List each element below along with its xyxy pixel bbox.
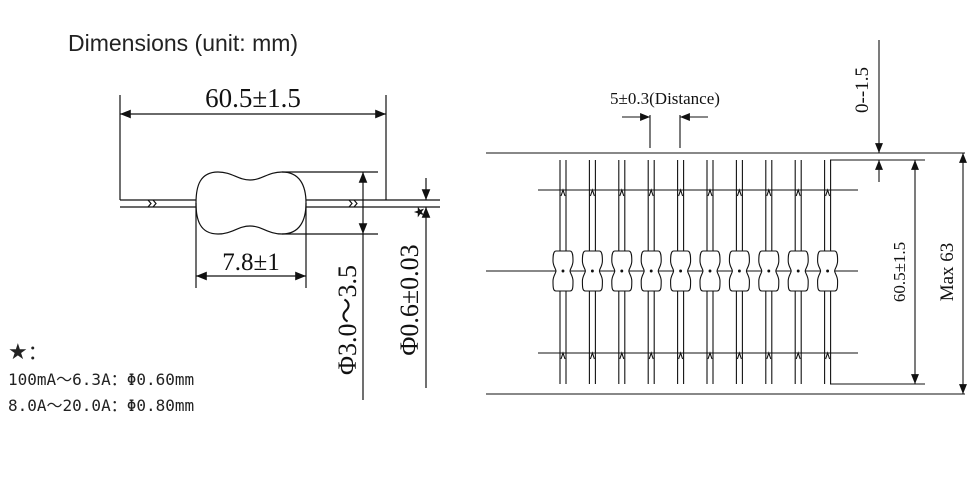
note-value: Φ0.60mm: [126, 370, 195, 389]
tape-clip-mark: [560, 188, 566, 197]
tape-clip-mark: [766, 351, 772, 360]
tape-clip-mark: [707, 351, 713, 360]
taped-component-center-mark: [767, 269, 771, 273]
taped-component: [817, 160, 839, 384]
tape-drawing: [486, 40, 967, 395]
tape-clip-mark: [736, 188, 742, 197]
lead-span-label: 60.5±1.5: [890, 242, 909, 302]
component-body: [195, 171, 307, 235]
note-range: 8.0A～20.0A: [8, 396, 111, 415]
taped-component-center-mark: [708, 269, 712, 273]
taped-component: [728, 160, 750, 384]
lead-diameter-label: Φ0.6±0.03: [395, 244, 424, 355]
taped-component: [611, 160, 633, 384]
tape-clip-mark: [589, 351, 595, 360]
note-separator: ：: [110, 370, 127, 389]
max-width-label: Max 63: [937, 243, 958, 302]
taped-component-center-mark: [561, 269, 565, 273]
taped-component: [581, 160, 603, 384]
tape-clip-mark: [707, 188, 713, 197]
notes-separator: ：: [27, 340, 48, 364]
lead-diameter-notes: ★： 100mA～6.3A：Φ0.60mm 8.0A～20.0A：Φ0.80mm: [8, 338, 194, 419]
taped-component-center-mark: [826, 269, 830, 273]
note-range: 100mA～6.3A: [8, 370, 111, 389]
component-drawing: [119, 95, 440, 400]
note-separator: ：: [110, 396, 127, 415]
taped-component-center-mark: [649, 269, 653, 273]
taped-component: [787, 160, 809, 384]
taped-component: [552, 160, 574, 384]
tape-clip-mark: [736, 351, 742, 360]
tape-clip-mark: [589, 188, 595, 197]
tape-clip-mark: [678, 351, 684, 360]
tape-clip-mark: [619, 188, 625, 197]
body-diameter-label: Φ3.0～3.5: [333, 265, 362, 375]
tape-clip-mark: [648, 351, 654, 360]
tape-clip-mark: [648, 188, 654, 197]
tape-clip-mark: [560, 351, 566, 360]
tape-clip-mark: [619, 351, 625, 360]
pitch-label: 5±0.3(Distance): [610, 89, 720, 108]
overall-length-label: 60.5±1.5: [205, 83, 301, 113]
taped-component-center-mark: [620, 269, 624, 273]
diagram-title: Dimensions (unit: mm): [68, 30, 299, 56]
star-icon: ★: [8, 340, 28, 365]
tape-clip-mark: [795, 188, 801, 197]
body-length-label: 7.8±1: [222, 249, 279, 276]
tape-clip-mark: [795, 351, 801, 360]
taped-component-center-mark: [679, 269, 683, 273]
note-value: Φ0.80mm: [126, 396, 195, 415]
taped-component: [699, 160, 721, 384]
taped-component: [640, 160, 662, 384]
taped-component-center-mark: [796, 269, 800, 273]
lead-break-right: [348, 199, 358, 208]
tape-clip-mark: [678, 188, 684, 197]
offset-label: 0--1.5: [852, 67, 873, 113]
tape-clip-mark: [825, 188, 831, 197]
taped-component: [758, 160, 780, 384]
note-line: 100mA～6.3A：Φ0.60mm: [8, 367, 194, 393]
lead-break-left: [147, 199, 157, 208]
taped-component: [670, 160, 692, 384]
taped-component-center-mark: [590, 269, 594, 273]
tape-clip-mark: [825, 351, 831, 360]
lead-diameter-star-icon: ★: [411, 206, 427, 219]
taped-component-center-mark: [737, 269, 741, 273]
note-line: 8.0A～20.0A：Φ0.80mm: [8, 393, 194, 419]
tape-clip-mark: [766, 188, 772, 197]
